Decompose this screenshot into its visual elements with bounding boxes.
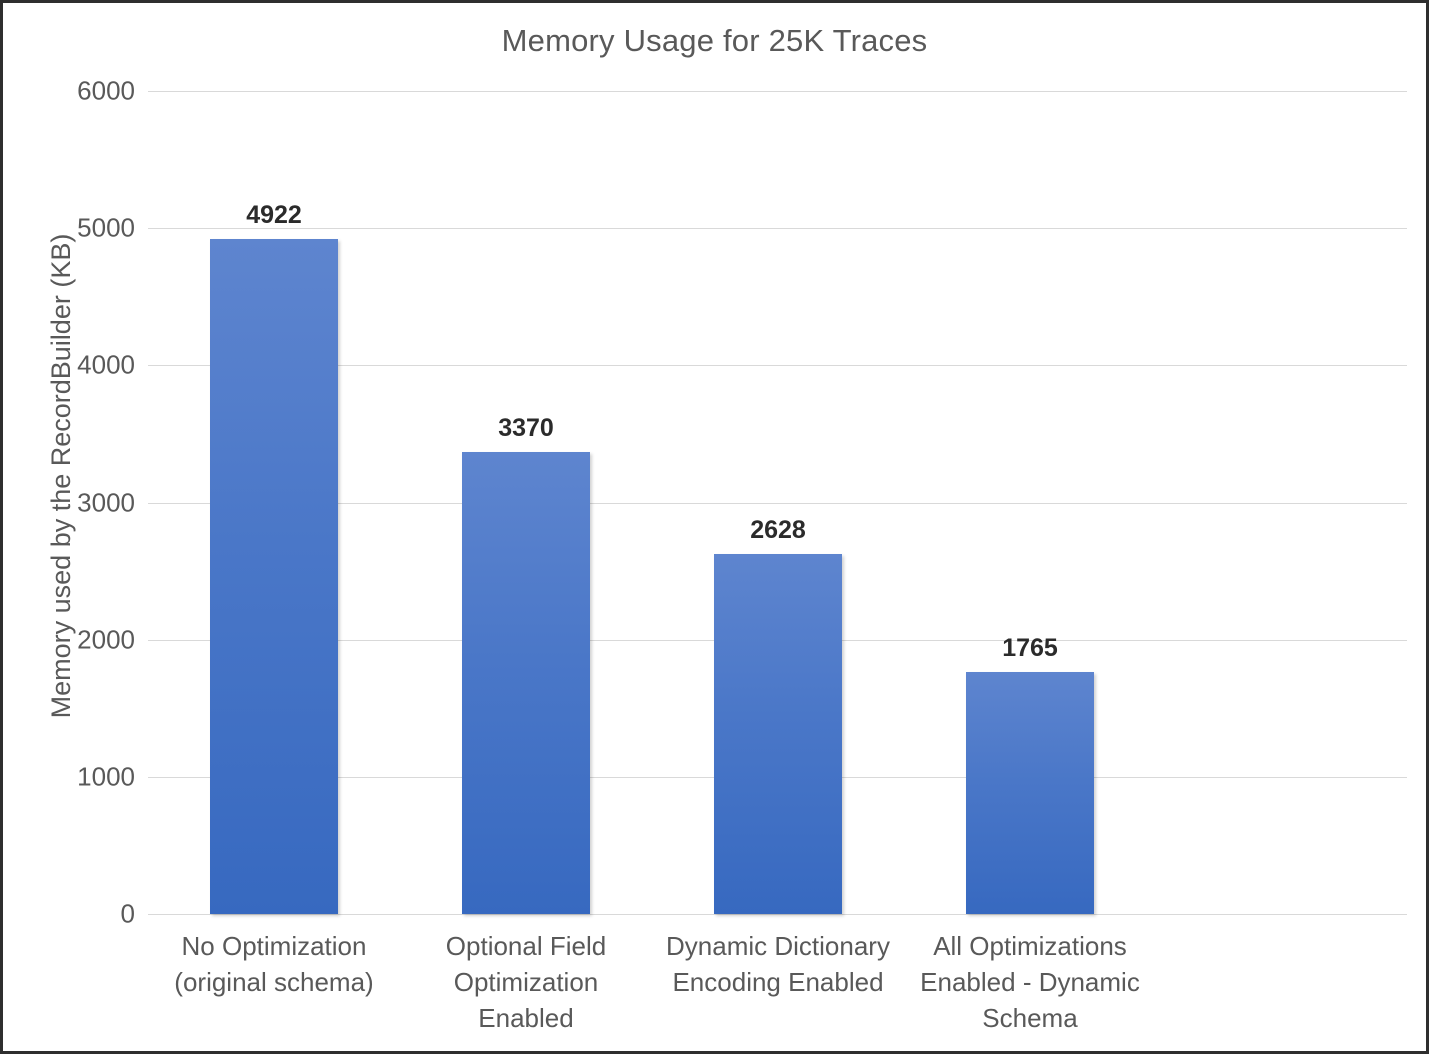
x-category-line: Encoding Enabled: [672, 967, 884, 997]
gridline-6000: [148, 91, 1407, 92]
gridline-4000: [148, 365, 1407, 367]
bar-value-label-0: 4922: [246, 200, 302, 229]
chart-title: Memory Usage for 25K Traces: [501, 23, 928, 58]
x-category-line: No Optimization: [181, 931, 367, 961]
bar-0[interactable]: [210, 238, 338, 914]
y-tick-label-0: 0: [120, 898, 135, 929]
x-category-line: Enabled: [478, 1003, 574, 1033]
y-tick-label-4000: 4000: [77, 349, 135, 380]
bar-value-label-1: 3370: [498, 413, 554, 442]
bar-3[interactable]: [966, 671, 1094, 914]
plot-area: 0 1000 2000 3000 4000 5000 6000 4922 3370 2628 176…: [77, 76, 1407, 929]
gridline-5000: [148, 228, 1407, 230]
gridline-3000: [148, 502, 1407, 504]
y-tick-label-1000: 1000: [77, 761, 135, 792]
y-tick-label-3000: 3000: [77, 487, 135, 517]
x-category-line: Dynamic Dictionary: [666, 931, 890, 961]
x-category-label-0: No Optimization (original schema): [144, 928, 404, 1000]
bar-2[interactable]: [714, 553, 842, 914]
gridline-0: [148, 914, 1407, 915]
x-category-line: All Optimizations: [933, 931, 1127, 961]
x-category-line: Optimization: [453, 967, 599, 997]
y-tick-label-6000: 6000: [77, 75, 135, 106]
x-category-line: Schema: [982, 1003, 1078, 1033]
y-tick-label-2000: 2000: [77, 624, 135, 655]
bar-value-label-2: 2628: [750, 515, 806, 544]
bar-value-label-3: 1765: [1002, 633, 1058, 662]
y-tick-label-5000: 5000: [77, 212, 135, 243]
x-category-line: Optional Field: [445, 931, 607, 961]
x-category-line: Enabled - Dynamic: [920, 967, 1140, 997]
x-category-line: (original schema): [174, 967, 374, 997]
bar-1[interactable]: [462, 451, 590, 914]
